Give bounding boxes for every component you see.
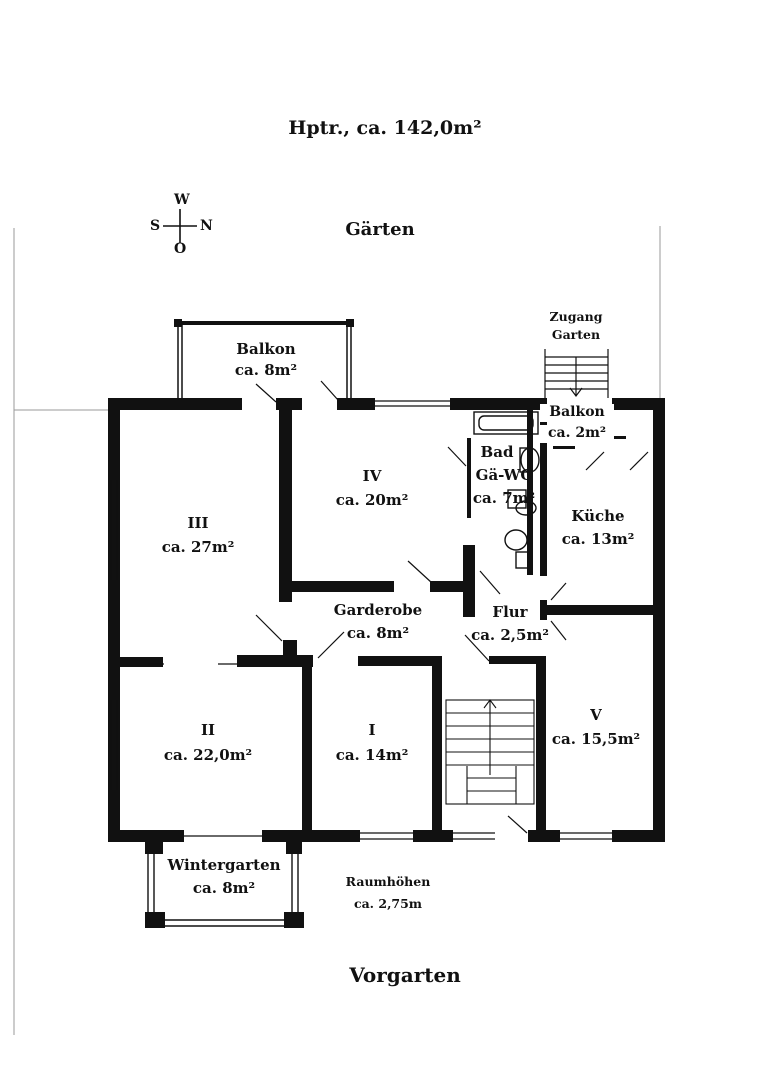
garden-access-stairs <box>544 349 609 398</box>
label-access-line2: Garten <box>551 327 601 342</box>
room-cloakroom-area: ca. 8m² <box>346 624 410 642</box>
plan-title: Hptr., ca. 142,0m² <box>288 117 482 139</box>
interior-walls <box>108 398 665 840</box>
room-hall-area: ca. 2,5m² <box>471 626 549 644</box>
room-balcony-west-area: ca. 8m² <box>234 361 298 379</box>
room-wintergarden-name: Wintergarten <box>167 856 281 874</box>
room-iii-area: ca. 27m² <box>161 538 235 556</box>
label-front-garden: Vorgarten <box>349 963 461 987</box>
exterior-walls <box>108 398 665 842</box>
room-bath-name: Bad <box>480 443 514 461</box>
room-cloakroom-name: Garderobe <box>333 601 423 619</box>
room-bath-guestwc: Gä-WC <box>475 466 533 484</box>
note-ceiling-heights-label: Raumhöhen <box>345 874 431 889</box>
compass-east: O <box>174 241 187 257</box>
room-balcony-east-area: ca. 2m² <box>540 425 614 443</box>
room-i-name: I <box>368 721 376 739</box>
compass-west: W <box>174 192 190 208</box>
interior-staircase <box>445 699 535 805</box>
bathroom-towel-rail <box>553 436 626 449</box>
room-ii-area: ca. 22,0m² <box>163 746 253 764</box>
label-gardens: Gärten <box>345 219 415 240</box>
balcony-west-railing <box>174 319 354 398</box>
room-v-name: V <box>590 706 602 724</box>
label-access-line1: Zugang <box>549 309 603 324</box>
room-balcony-east-name: Balkon <box>540 404 614 422</box>
wintergarten-structure <box>145 835 304 928</box>
note-ceiling-heights-value: ca. 2,75m <box>353 896 423 911</box>
room-iv-area: ca. 20m² <box>335 491 409 509</box>
room-wintergarden-area: ca. 8m² <box>192 879 256 897</box>
room-iii-name: III <box>187 514 209 532</box>
room-kitchen-area: ca. 13m² <box>561 530 635 548</box>
property-lines <box>13 226 661 1035</box>
room-balcony-west-name: Balkon <box>236 340 296 358</box>
compass-north: N <box>200 218 213 234</box>
compass-cross <box>163 209 197 243</box>
door-swings <box>148 380 649 834</box>
room-v-area: ca. 15,5m² <box>551 730 641 748</box>
room-kitchen-name: Küche <box>571 507 625 525</box>
room-iv-name: IV <box>362 467 382 485</box>
room-ii-name: II <box>200 721 216 739</box>
room-hall-name: Flur <box>492 603 528 621</box>
bathroom-fixtures <box>473 411 540 569</box>
compass-south: S <box>150 218 161 234</box>
room-i-area: ca. 14m² <box>335 746 409 764</box>
windows <box>110 400 612 840</box>
room-bath-area: ca. 7m² <box>472 489 536 507</box>
compass-rose: W S N O <box>140 192 220 262</box>
